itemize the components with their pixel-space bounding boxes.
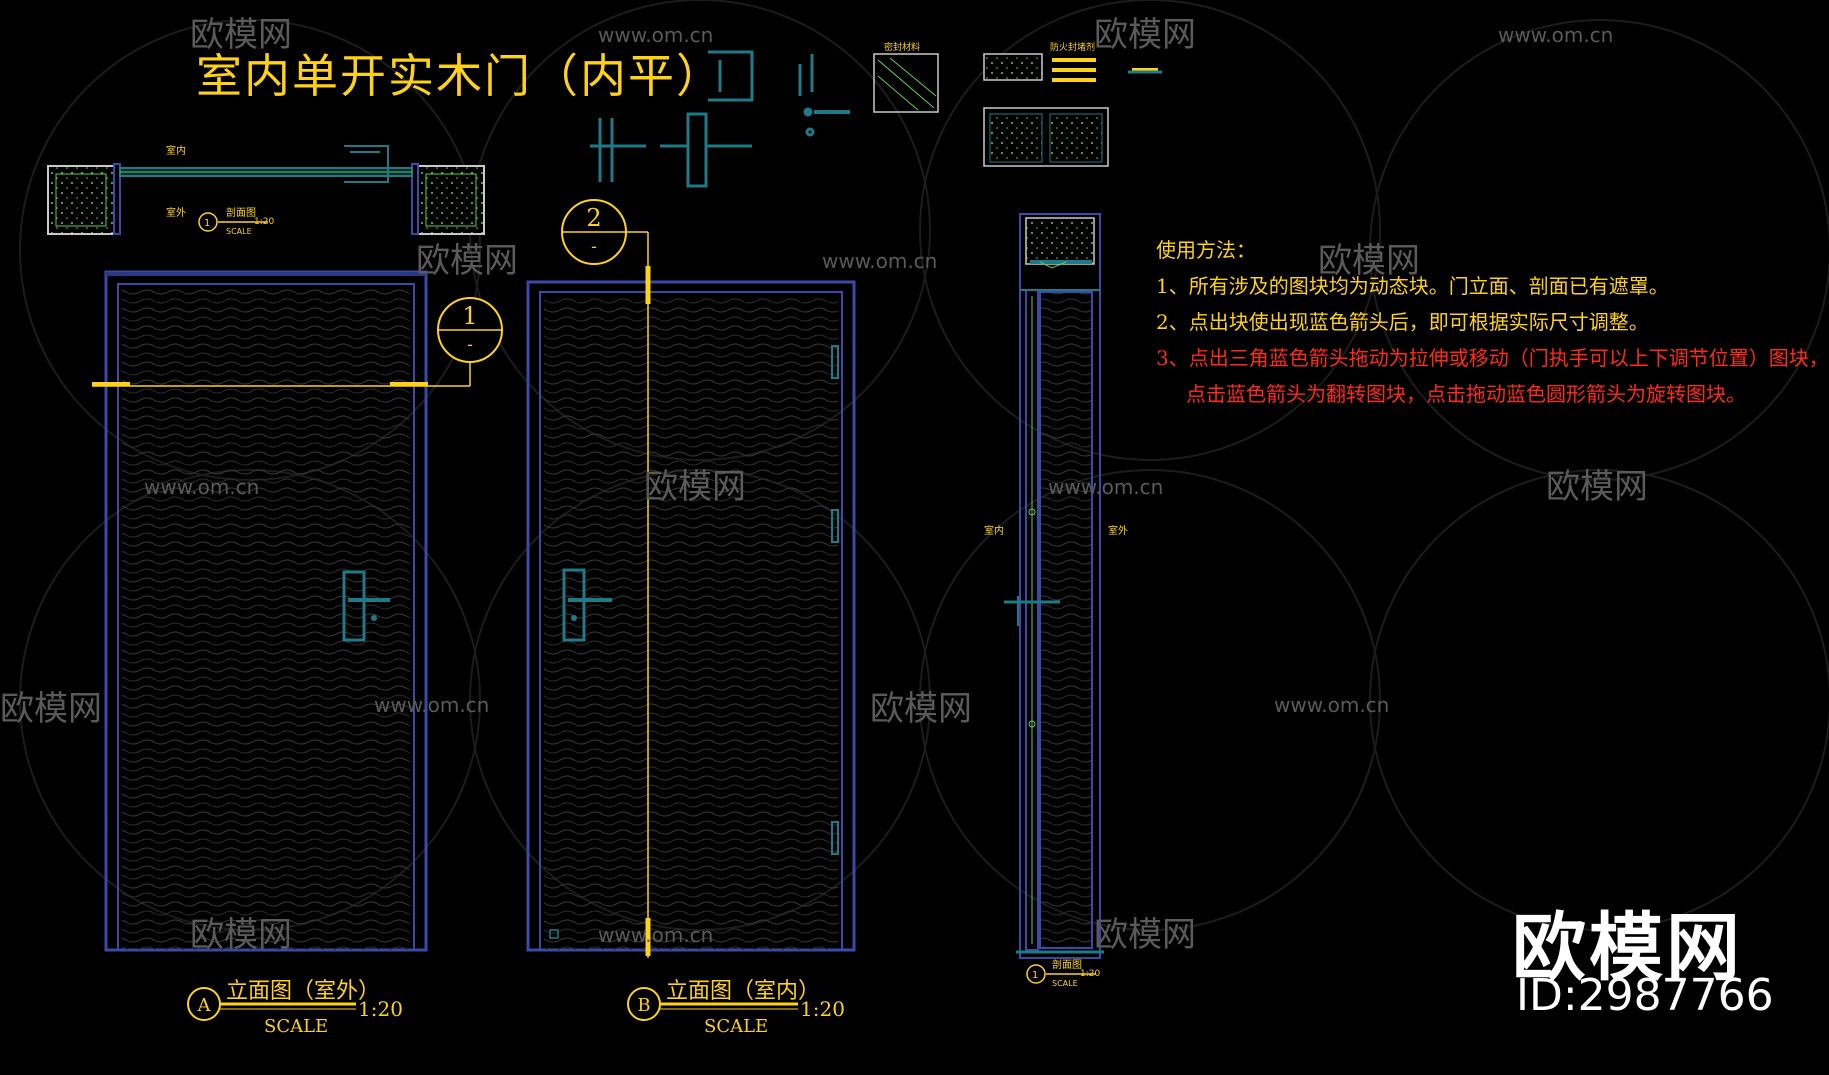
usage-line-1: 1、所有涉及的图块均为动态块。门立面、剖面已有遮罩。 <box>1156 274 1669 298</box>
watermark-brand: 欧模网 <box>1094 15 1196 55</box>
watermark-brand: 欧模网 <box>190 915 292 955</box>
caption-b-name: 立面图（室内） <box>666 979 820 1004</box>
plan-name: 剖面图 <box>226 206 256 219</box>
watermark-brand: 欧模网 <box>416 241 518 281</box>
section-scale-word: SCALE <box>1052 979 1078 988</box>
usage-line-3b: 点击蓝色箭头为翻转图块，点击拖动蓝色圆形箭头为旋转图块。 <box>1186 382 1746 406</box>
elevation-a <box>92 270 471 952</box>
brand-id: ID:2987766 <box>1516 970 1774 1021</box>
usage-line-2: 2、点出块使出现蓝色箭头后，即可根据实际尺寸调整。 <box>1156 310 1649 334</box>
legend-label-b: 防火封堵剂 <box>1050 41 1095 53</box>
watermark-brand: 欧模网 <box>1318 241 1420 281</box>
watermark-site: www.om.cn <box>598 23 713 47</box>
callout-2-number: 2 <box>586 204 601 232</box>
section-label-out: 室外 <box>1108 524 1128 537</box>
watermark-brand: 欧模网 <box>644 467 746 507</box>
caption-a-scale-value: 1:20 <box>358 997 403 1021</box>
plan-label-out: 室外 <box>166 206 186 219</box>
legend-label-a: 密封材料 <box>884 41 920 53</box>
plan-scale-value: 1:20 <box>254 217 274 227</box>
callout-1-sheet: - <box>467 335 473 354</box>
watermark-site: www.om.cn <box>144 475 259 499</box>
callout-2: 2 - <box>561 199 627 265</box>
usage-notes: 使用方法： 1、所有涉及的图块均为动态块。门立面、剖面已有遮罩。 2、点出块使出… <box>1156 232 1829 412</box>
caption-a-letter: A <box>197 995 212 1016</box>
plan-label-in: 室内 <box>166 144 186 157</box>
section-labels: 室内 室外 1 剖面图 1:20 SCALE <box>984 524 1128 988</box>
hardware-details <box>590 50 850 188</box>
callout-1: 1 - <box>437 297 503 363</box>
plan-scale-word: SCALE <box>226 227 252 236</box>
caption-a-scale-word: SCALE <box>264 1016 328 1037</box>
section-label-in: 室内 <box>984 524 1004 537</box>
caption-b-scale-word: SCALE <box>704 1016 768 1037</box>
watermark-site: www.om.cn <box>1048 475 1163 499</box>
usage-line-3a: 3、点出三角蓝色箭头拖动为拉伸或移动（门执手可以上下调节位置）图块， <box>1156 346 1829 370</box>
drawing-title: 室内单开实木门（内平） <box>196 49 724 103</box>
watermark-brand: 欧模网 <box>1546 467 1648 507</box>
watermark-brand: 欧模网 <box>870 689 972 729</box>
caption-b: B 立面图（室内） SCALE 1:20 <box>627 979 845 1037</box>
section-scale-value: 1:20 <box>1080 969 1100 979</box>
watermark-site: www.om.cn <box>1274 693 1389 717</box>
caption-a-name: 立面图（室外） <box>226 979 380 1004</box>
elevation-b <box>526 231 856 958</box>
usage-heading: 使用方法： <box>1156 238 1256 262</box>
caption-b-scale-value: 1:20 <box>800 997 845 1021</box>
watermark-site: www.om.cn <box>374 693 489 717</box>
plan-tag: 1 <box>204 218 210 229</box>
caption-b-letter: B <box>637 995 650 1016</box>
watermark-brand: 欧模网 <box>190 15 292 55</box>
watermark-brand: 欧模网 <box>0 689 102 729</box>
watermark-site: www.om.cn <box>1498 23 1613 47</box>
watermark-brand: 欧模网 <box>1094 915 1196 955</box>
watermarks: www.om.cn www.om.cn www.om.cn www.om.cn … <box>0 15 1648 955</box>
door-section <box>1004 213 1104 984</box>
watermark-site: www.om.cn <box>598 923 713 947</box>
callout-1-number: 1 <box>462 302 477 330</box>
section-tag: 1 <box>1032 970 1038 981</box>
brand-logo-text: 欧模网 <box>1512 905 1743 991</box>
callout-2-sheet: - <box>591 237 597 256</box>
material-legend: 密封材料 防火封堵剂 <box>873 41 1162 167</box>
door-plan <box>47 145 485 235</box>
caption-a: A 立面图（室外） SCALE 1:20 <box>187 979 403 1037</box>
watermark-site: www.om.cn <box>822 249 937 273</box>
plan-labels: 室内 室外 1 剖面图 1:20 SCALE <box>166 144 274 236</box>
section-name: 剖面图 <box>1052 958 1082 971</box>
